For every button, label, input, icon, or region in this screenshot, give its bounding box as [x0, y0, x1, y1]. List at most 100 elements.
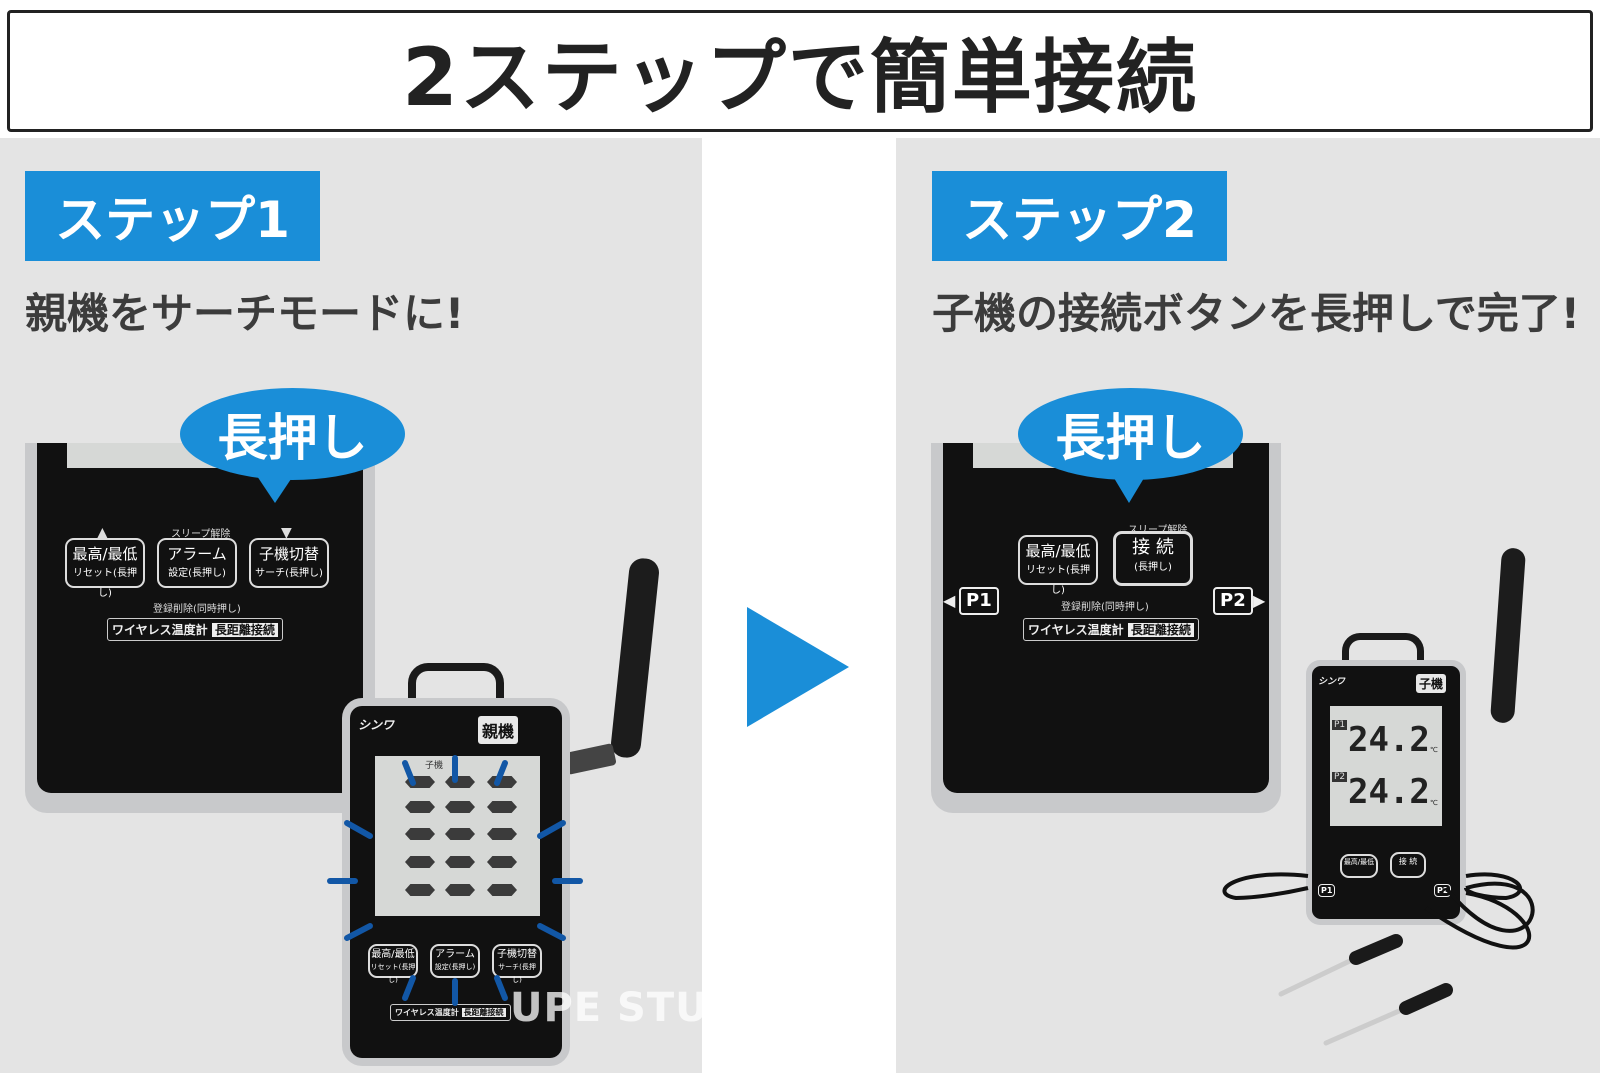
- title-box: 2ステップで簡単接続: [7, 10, 1593, 132]
- sleep-release-label: スリープ解除: [171, 529, 231, 540]
- child-p1-label: P1: [1318, 884, 1336, 897]
- step2-panel-closeup-frame: スリープ解除 最高/最低 リセット(長押し) 接 続 (長押し) ◀ P1 P2…: [931, 443, 1281, 813]
- connect-button-sub: (長押し): [1134, 562, 1172, 573]
- lcd-segment: [445, 828, 475, 840]
- alarm-button-sub: 設定(長押し): [168, 568, 226, 579]
- p1-left-arrow-icon: ◀: [943, 591, 956, 610]
- next-step-arrow-icon: [747, 607, 849, 727]
- parent-maxmin-label: 最高/最低: [371, 949, 415, 960]
- maxmin-button[interactable]: 最高/最低 リセット(長押し): [65, 538, 145, 599]
- brand-logo: シンワ: [358, 718, 395, 732]
- lcd-segment: [487, 776, 517, 788]
- child-brand-logo: シンワ: [1318, 677, 1346, 687]
- lcd-segment: [487, 884, 517, 896]
- lcd-segment: [487, 828, 517, 840]
- step2-maxmin-sub: リセット(長押し): [1026, 565, 1090, 596]
- p2-right-arrow-icon: ▶: [1253, 591, 1266, 610]
- lcd-segment: [445, 884, 475, 896]
- child-antenna-icon: [1489, 547, 1527, 724]
- child-switch-button-sub: サーチ(長押し): [255, 568, 323, 579]
- probe-cables-icon: [1222, 872, 1535, 1046]
- parent-maxmin-button[interactable]: 最高/最低 リセット(長押し): [368, 944, 418, 984]
- blink-rays-icon: [327, 755, 583, 1006]
- step2-register-delete-label: 登録削除(同時押し): [1061, 602, 1149, 613]
- lcd-segment: [487, 856, 517, 868]
- parent-product-label: ワイヤレス温度計 長距離接続: [390, 1004, 511, 1021]
- step2-badge: ステップ2: [932, 171, 1227, 261]
- step1-bubble-tail: [255, 473, 295, 503]
- parent-child-switch-button[interactable]: 子機切替 サーチ(長押し): [492, 944, 542, 984]
- p2-port-label: P2: [1213, 587, 1253, 615]
- page-title: 2ステップで簡単接続: [402, 31, 1198, 124]
- lcd-segment: [405, 828, 435, 840]
- down-triangle-icon: ▼: [281, 525, 292, 541]
- parent-child-switch-sub: サーチ(長押し): [498, 963, 536, 984]
- lcd-p2-label: P2: [1332, 772, 1348, 782]
- lcd-segment: [405, 856, 435, 868]
- maxmin-button-sub: リセット(長押し): [73, 568, 137, 599]
- step2-maxmin-label: 最高/最低: [1025, 542, 1091, 560]
- step2-panel: ステップ2 子機の接続ボタンを長押しで完了! スリープ解除 最高/最低 リセット…: [896, 138, 1600, 1073]
- up-triangle-icon: ▲: [97, 525, 108, 541]
- device-hanger: [408, 663, 504, 721]
- step2-description: 子機の接続ボタンを長押しで完了!: [932, 289, 1580, 338]
- product-label: ワイヤレス温度計 長距離接続: [107, 618, 283, 641]
- step2-sleep-release-label: スリープ解除: [1128, 525, 1188, 536]
- step2-long-press-bubble: 長押し: [1018, 388, 1243, 480]
- step1-panel: ステップ1 親機をサーチモードに! ▲ ▼ スリープ解除 最高/最低 リセット(…: [0, 138, 702, 1073]
- lcd-segment: [405, 884, 435, 896]
- product-badge: 長距離接続: [211, 623, 278, 637]
- parent-product-label-text: ワイヤレス温度計: [395, 1008, 459, 1017]
- antenna-icon: [609, 556, 661, 760]
- child-maxmin-button[interactable]: 最高/最低: [1340, 854, 1378, 878]
- maxmin-button-label: 最高/最低: [72, 545, 138, 563]
- child-lcd: P1 24.2 ℃ P2 24.2 ℃: [1330, 706, 1442, 826]
- child-p2-label: P2: [1434, 884, 1452, 897]
- parent-alarm-label: アラーム: [435, 949, 475, 960]
- child-device-face: シンワ 子機 P1 24.2 ℃ P2 24.2 ℃ 最高/最低 接 続 P1 …: [1312, 666, 1460, 919]
- step2-product-label-text: ワイヤレス温度計: [1028, 623, 1124, 637]
- parent-alarm-sub: 設定(長押し): [434, 963, 476, 971]
- child-device-hanger: [1342, 633, 1424, 680]
- child-connect-label: 接 続: [1398, 857, 1418, 866]
- register-delete-label: 登録削除(同時押し): [153, 604, 241, 615]
- parent-product-badge: 長距離接続: [461, 1008, 506, 1017]
- step1-badge: ステップ1: [25, 171, 320, 261]
- parent-child-switch-label: 子機切替: [497, 949, 537, 960]
- lcd-p1-unit: ℃: [1430, 746, 1438, 754]
- child-switch-button-label: 子機切替: [258, 545, 319, 563]
- lcd-header: 子機: [425, 761, 444, 771]
- step1-long-press-bubble: 長押し: [180, 388, 405, 480]
- connect-button[interactable]: 接 続 (長押し): [1113, 531, 1193, 586]
- alarm-button-label: アラーム: [167, 545, 227, 563]
- connect-button-label: 接 続: [1132, 537, 1174, 558]
- watermark: UPE STUDIO: [510, 985, 794, 1031]
- lcd-segment: [445, 856, 475, 868]
- p1-port-label: P1: [959, 587, 999, 615]
- step2-panel-closeup-face: スリープ解除 最高/最低 リセット(長押し) 接 続 (長押し) ◀ P1 P2…: [943, 443, 1269, 793]
- lcd-p2-value: 24.2: [1348, 772, 1430, 812]
- step2-maxmin-button[interactable]: 最高/最低 リセット(長押し): [1018, 535, 1098, 596]
- parent-badge: 親機: [478, 716, 519, 744]
- lcd-segment: [445, 801, 475, 813]
- step1-description: 親機をサーチモードに!: [25, 289, 465, 338]
- lcd-p1-label: P1: [1332, 720, 1348, 730]
- step2-product-badge: 長距離接続: [1127, 623, 1194, 637]
- lcd-p1-value: 24.2: [1348, 720, 1430, 760]
- product-label-text: ワイヤレス温度計: [112, 623, 208, 637]
- step1-panel-closeup-face: ▲ ▼ スリープ解除 最高/最低 リセット(長押し) アラーム 設定(長押し) …: [37, 443, 363, 793]
- child-badge: 子機: [1416, 674, 1447, 693]
- step2-bubble-tail: [1111, 473, 1147, 503]
- lcd-segment: [487, 801, 517, 813]
- child-connect-button[interactable]: 接 続: [1390, 852, 1426, 878]
- parent-alarm-button[interactable]: アラーム 設定(長押し): [430, 944, 480, 978]
- alarm-button[interactable]: アラーム 設定(長押し): [157, 538, 237, 588]
- child-switch-button[interactable]: 子機切替 サーチ(長押し): [249, 538, 329, 588]
- lcd-p2-unit: ℃: [1430, 799, 1438, 807]
- step2-product-label: ワイヤレス温度計 長距離接続: [1023, 618, 1199, 641]
- lcd-segment: [405, 801, 435, 813]
- parent-maxmin-sub: リセット(長押し): [370, 963, 416, 984]
- child-maxmin-label: 最高/最低: [1343, 858, 1375, 866]
- step1-panel-closeup-frame: ▲ ▼ スリープ解除 最高/最低 リセット(長押し) アラーム 設定(長押し) …: [25, 443, 375, 813]
- child-device-frame: シンワ 子機 P1 24.2 ℃ P2 24.2 ℃ 最高/最低 接 続 P1 …: [1306, 660, 1466, 925]
